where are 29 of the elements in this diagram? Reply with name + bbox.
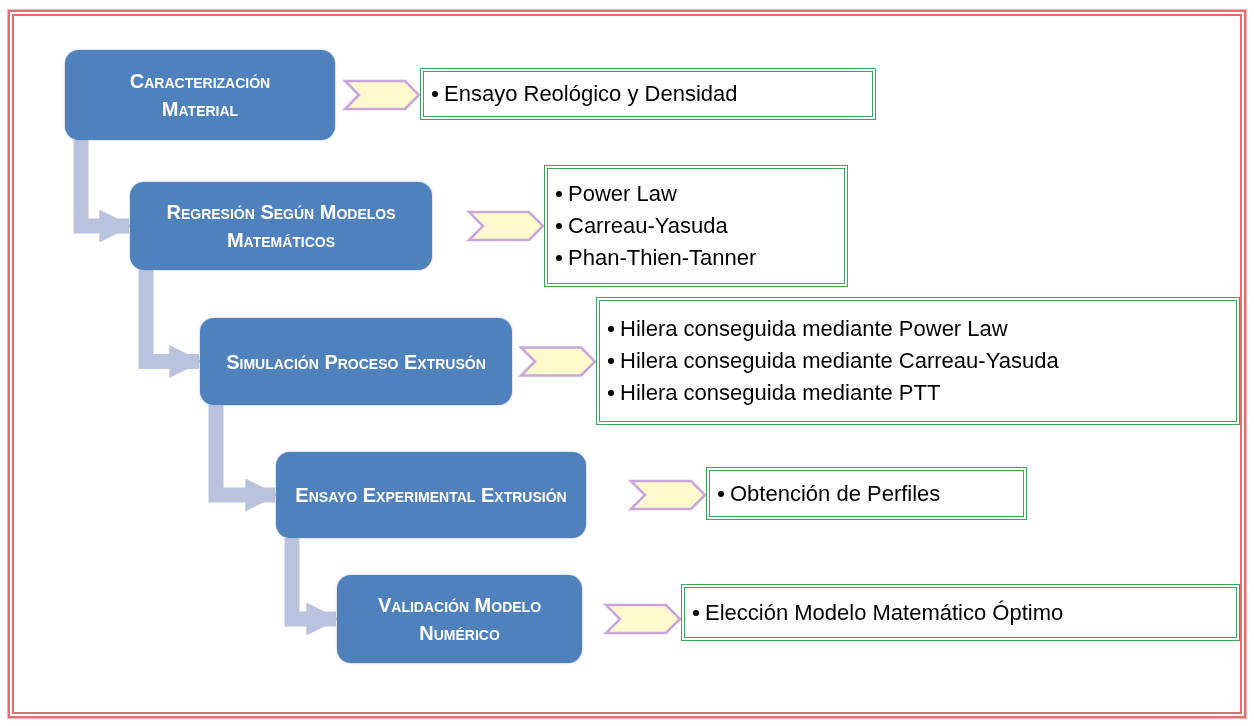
bullet-item: Hilera conseguida mediante Carreau-Yasuda — [620, 347, 1059, 375]
bullet-item: Power Law — [568, 180, 677, 208]
list-box — [420, 68, 876, 120]
list-box — [706, 467, 1027, 520]
step-title: Ensayo Experimental Extrusión — [295, 483, 567, 508]
chevron-arrow — [603, 603, 682, 635]
step-box — [130, 182, 432, 270]
list-box — [596, 297, 1240, 425]
chevron-arrow — [342, 79, 421, 111]
step-box — [200, 318, 512, 405]
step-title: Regresión Según Modelos Matemáticos — [165, 200, 397, 253]
step-title: Validación Modelo Numérico — [376, 593, 543, 646]
step-title: Caracterización Material — [128, 69, 272, 122]
bullet-item: Elección Modelo Matemático Óptimo — [705, 598, 1064, 627]
bullet-item: Ensayo Reológico y Densidad — [444, 80, 738, 108]
step-box — [276, 452, 586, 538]
list-box — [544, 165, 848, 287]
bullet-item: Carreau-Yasuda — [568, 212, 728, 240]
bullet-item: Hilera conseguida mediante PTT — [620, 379, 941, 407]
bullet-item: Phan-Thien-Tanner — [568, 244, 757, 272]
chevron-arrow — [628, 479, 707, 511]
chevron-arrow — [518, 346, 597, 377]
step-box — [337, 575, 582, 663]
list-box — [681, 584, 1240, 641]
step-title: Simulación Proceso Extrusón — [226, 349, 486, 375]
chevron-arrow — [466, 210, 545, 242]
step-box — [65, 50, 335, 140]
bullet-item: Obtención de Perfiles — [730, 479, 941, 508]
bullet-item: Hilera conseguida mediante Power Law — [620, 315, 1008, 343]
